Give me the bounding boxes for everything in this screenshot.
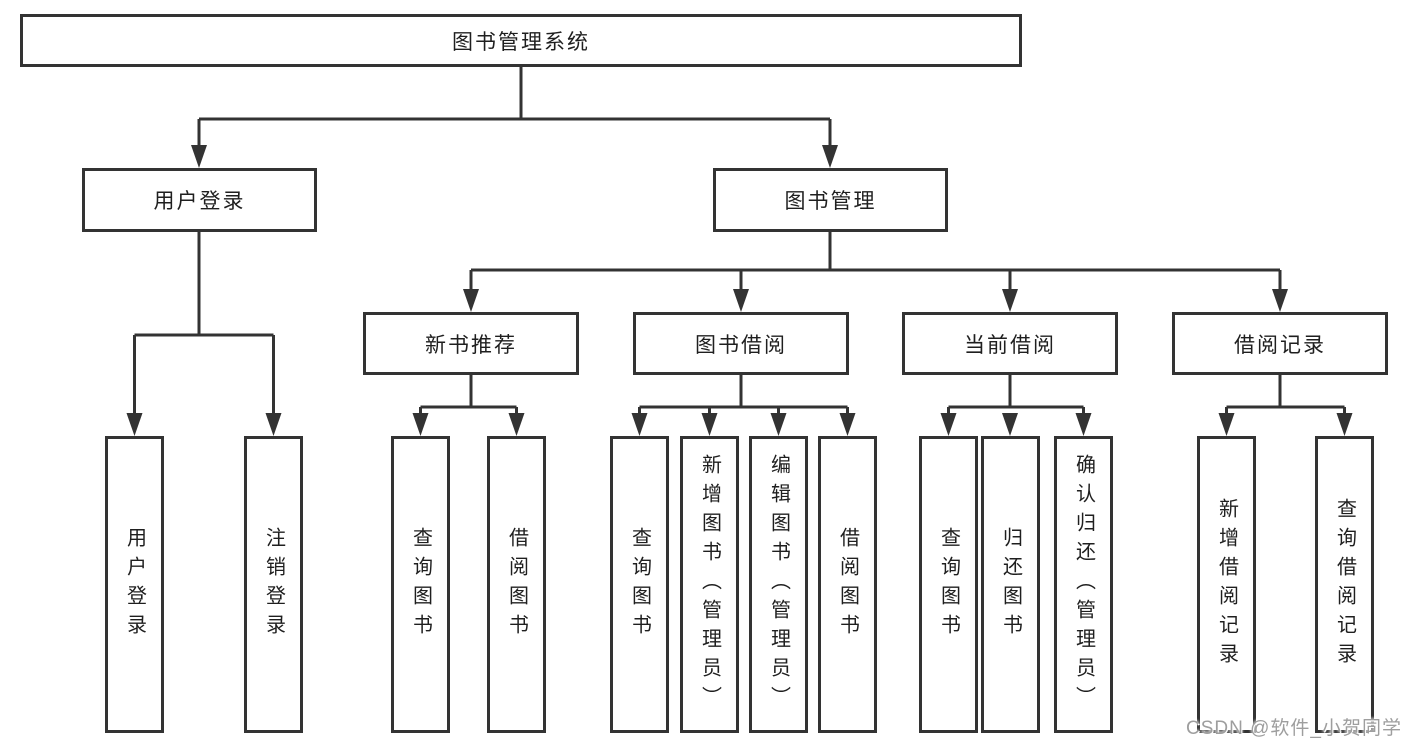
node-book-management: 图书管理 <box>713 168 948 232</box>
node-user-login-label: 用户登录 <box>153 190 246 213</box>
leaf-query-books: 查询图书 <box>919 436 978 733</box>
node-user-login: 用户登录 <box>82 168 317 232</box>
arrowhead <box>770 413 787 436</box>
node-book-management-label: 图书管理 <box>784 190 877 213</box>
arrowhead <box>631 413 648 436</box>
leaf-query-books-label: 查询图书 <box>937 526 960 643</box>
leaf-borrow-books-label: 借阅图书 <box>505 526 528 643</box>
leaf-confirm-return-admin: 确认归还（管理员） <box>1054 436 1113 733</box>
arrowhead <box>463 289 479 312</box>
arrowhead <box>191 145 207 168</box>
arrowhead <box>412 413 429 436</box>
csdn-watermark: CSDN @软件_小贺同学 <box>1186 718 1402 739</box>
node-new-book-recommend-label: 新书推荐 <box>425 333 517 357</box>
leaf-query-books-label: 查询图书 <box>409 526 432 643</box>
leaf-logout: 注销登录 <box>244 436 303 733</box>
leaf-edit-book-admin: 编辑图书（管理员） <box>749 436 808 733</box>
tree-edges <box>133 64 1346 415</box>
arrowhead <box>1002 413 1018 436</box>
node-library-system-label: 图书管理系统 <box>452 30 590 54</box>
node-library-system: 图书管理系统 <box>20 14 1022 67</box>
arrowhead <box>733 289 749 312</box>
arrowhead <box>1075 413 1092 436</box>
leaf-query-books-label: 查询图书 <box>628 526 651 643</box>
node-current-borrowing-label: 当前借阅 <box>964 333 1056 357</box>
leaf-borrow-books: 借阅图书 <box>818 436 877 733</box>
leaf-add-borrow-record-label: 新增借阅记录 <box>1215 497 1238 672</box>
arrowhead <box>1218 413 1235 436</box>
arrowhead <box>701 413 718 436</box>
leaf-logout-label: 注销登录 <box>262 526 285 643</box>
leaf-query-books: 查询图书 <box>391 436 450 733</box>
leaf-borrow-books-label: 借阅图书 <box>836 526 859 643</box>
arrowhead <box>126 413 143 436</box>
leaf-return-book-label: 归还图书 <box>999 526 1022 643</box>
arrowhead <box>1272 289 1288 312</box>
arrowhead <box>1002 289 1018 312</box>
arrowhead <box>1336 413 1353 436</box>
leaf-query-borrow-record: 查询借阅记录 <box>1315 436 1374 733</box>
arrowhead <box>508 413 525 436</box>
node-book-borrowing-label: 图书借阅 <box>695 333 787 357</box>
leaf-user-login: 用户登录 <box>105 436 164 733</box>
leaf-add-book-admin-label: 新增图书（管理员） <box>698 454 721 715</box>
node-new-book-recommend: 新书推荐 <box>363 312 579 375</box>
arrowhead <box>839 413 856 436</box>
arrowhead <box>265 413 282 436</box>
node-borrowing-records-label: 借阅记录 <box>1234 333 1326 357</box>
arrowhead <box>940 413 957 436</box>
leaf-edit-book-admin-label: 编辑图书（管理员） <box>767 454 790 715</box>
leaf-user-login-label: 用户登录 <box>123 526 146 643</box>
node-borrowing-records: 借阅记录 <box>1172 312 1388 375</box>
node-current-borrowing: 当前借阅 <box>902 312 1118 375</box>
leaf-add-borrow-record: 新增借阅记录 <box>1197 436 1256 733</box>
arrowhead <box>822 145 838 168</box>
node-book-borrowing: 图书借阅 <box>633 312 849 375</box>
leaf-return-book: 归还图书 <box>981 436 1040 733</box>
leaf-borrow-books: 借阅图书 <box>487 436 546 733</box>
arrowheads <box>126 145 1353 436</box>
leaf-confirm-return-admin-label: 确认归还（管理员） <box>1072 454 1095 715</box>
leaf-query-borrow-record-label: 查询借阅记录 <box>1333 497 1356 672</box>
leaf-add-book-admin: 新增图书（管理员） <box>680 436 739 733</box>
leaf-query-books: 查询图书 <box>610 436 669 733</box>
